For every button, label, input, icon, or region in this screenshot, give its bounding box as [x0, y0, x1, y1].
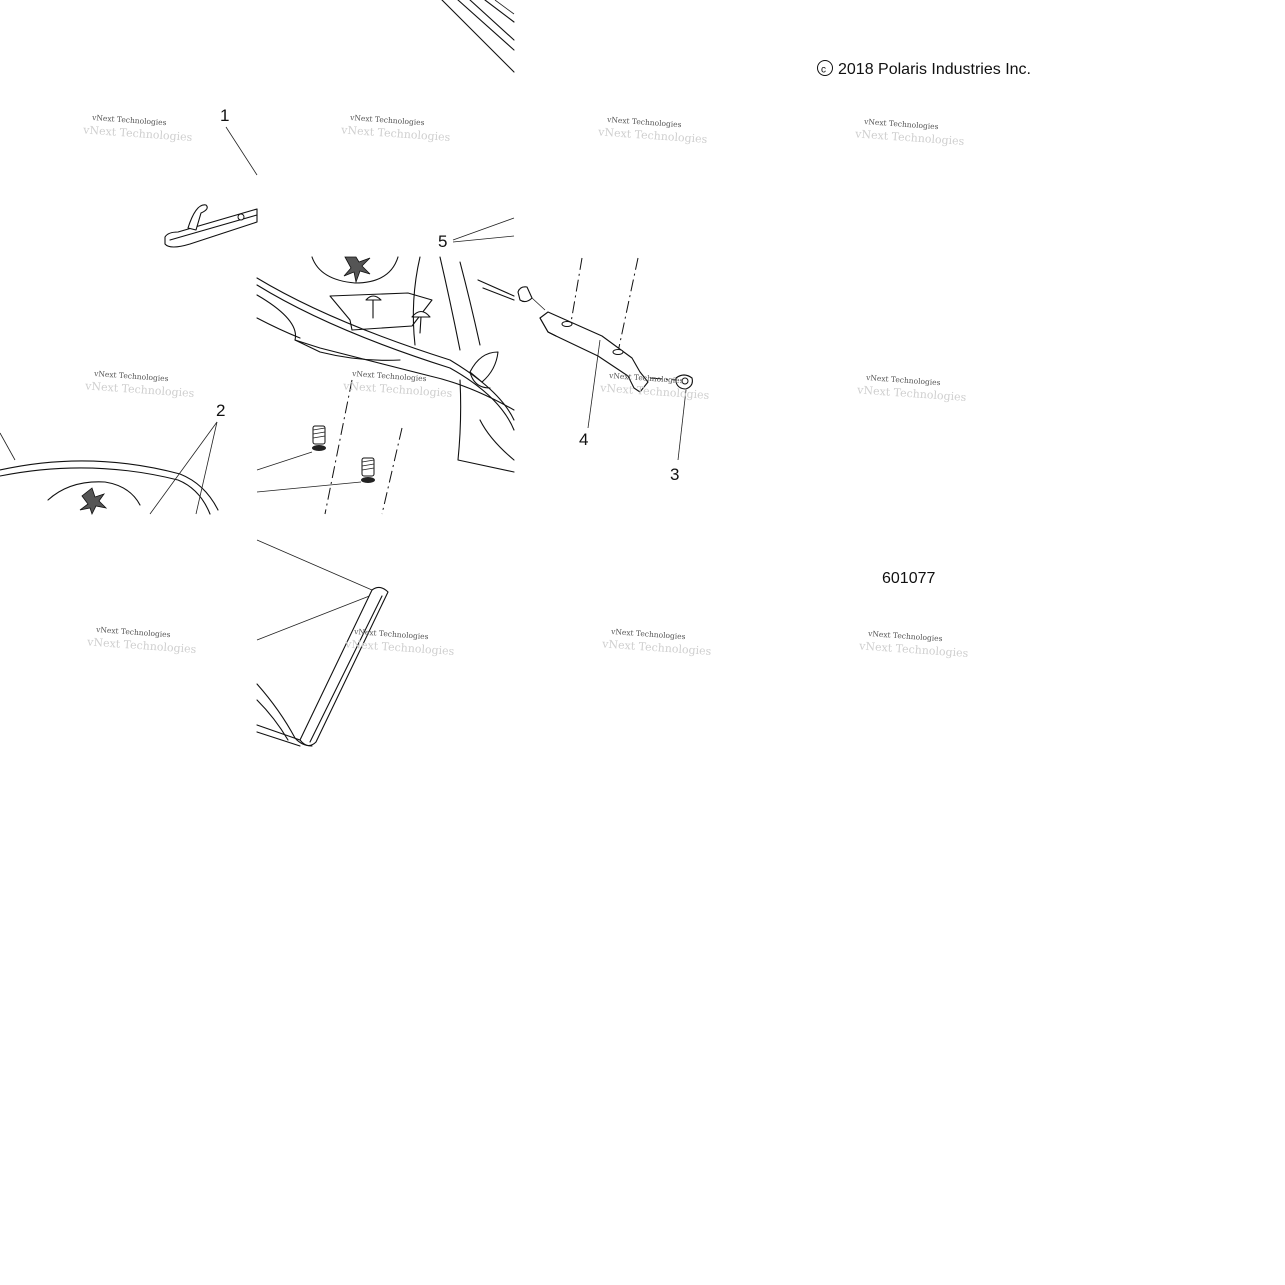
callout-2: 2 [216, 401, 225, 420]
svg-text:c: c [821, 65, 826, 76]
svg-text:vNext Technologies: vNext Technologies [854, 127, 965, 148]
svg-text:vNext Technologies: vNext Technologies [599, 381, 710, 402]
lower-screw-left [312, 425, 326, 451]
lower-screw-right [361, 457, 375, 483]
copyright-text: 2018 Polaris Industries Inc. [838, 61, 1031, 78]
svg-text:vNext Technologies: vNext Technologies [597, 125, 708, 146]
hood-cowl-fragment [256, 256, 515, 515]
callout-4: 4 [579, 430, 588, 449]
callout-5-leaders [452, 217, 515, 243]
copyright-notice: c 2018 Polaris Industries Inc. [817, 60, 1031, 78]
diagram-number: 601077 [882, 570, 935, 587]
svg-text:vNext Technologies: vNext Technologies [858, 639, 969, 660]
svg-text:vNext Technologies: vNext Technologies [344, 637, 455, 658]
callout-5: 5 [438, 232, 447, 251]
svg-text:vNext Technologies: vNext Technologies [342, 379, 453, 400]
windshield-top-fragment [164, 126, 258, 248]
callout-1: 1 [220, 106, 229, 125]
svg-text:vNext Technologies: vNext Technologies [340, 123, 451, 144]
svg-text:vNext Technologies: vNext Technologies [84, 379, 195, 400]
svg-text:vNext Technologies: vNext Technologies [601, 637, 712, 658]
svg-text:vNext Technologies: vNext Technologies [82, 123, 193, 144]
copyright-symbol-icon [817, 60, 833, 76]
svg-text:vNext Technologies: vNext Technologies [86, 635, 197, 656]
svg-text:vNext Technologies: vNext Technologies [856, 383, 967, 404]
bracket-assembly-fragment [517, 257, 693, 461]
windshield-lower-left-fragment [0, 421, 219, 516]
windshield-edge-fragment [256, 539, 389, 747]
cowl-edge-top-fragment [441, 0, 515, 73]
callout-3: 3 [670, 465, 679, 484]
